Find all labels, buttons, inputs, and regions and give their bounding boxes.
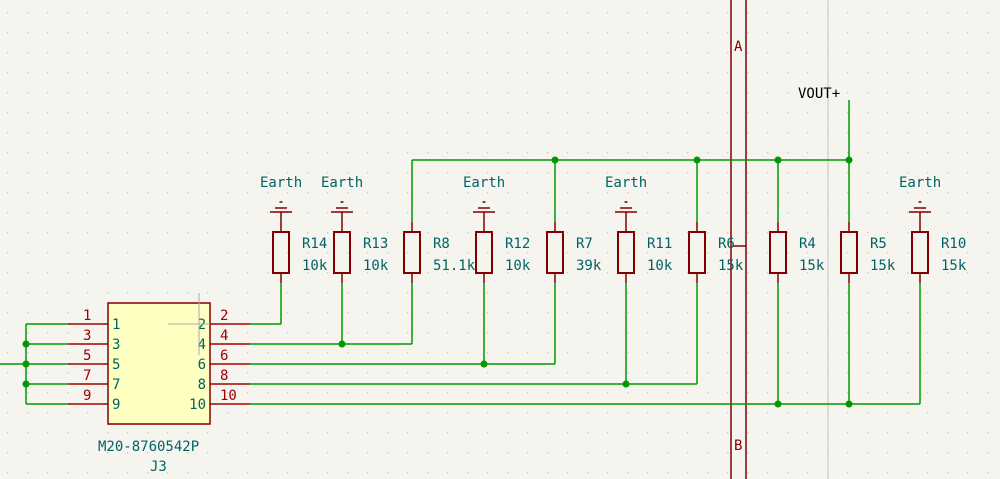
pin-name: 3: [112, 337, 120, 353]
pin-name: 6: [198, 357, 206, 373]
pin-name: 8: [198, 377, 206, 393]
resistor-body[interactable]: [911, 231, 929, 274]
junction-dot: [480, 360, 488, 368]
resistor-reference: R7: [576, 236, 593, 252]
earth-ground-icon[interactable]: Earth: [463, 175, 505, 222]
resistor-value: 39k: [576, 258, 602, 274]
wires: [0, 100, 921, 408]
border-label-top: A: [734, 39, 743, 55]
resistor-reference: R12: [505, 236, 530, 252]
pin-number: 10: [220, 388, 237, 404]
resistor-value: 10k: [505, 258, 531, 274]
resistor-reference: R4: [799, 236, 816, 252]
connector-reference: J3: [150, 459, 167, 475]
resistor-body[interactable]: [840, 231, 858, 274]
resistor-value: 10k: [363, 258, 389, 274]
resistor-reference: R8: [433, 236, 450, 252]
pin-name: 7: [112, 377, 120, 393]
net-label-vout[interactable]: VOUT+: [798, 86, 840, 102]
junction-dot: [338, 340, 346, 348]
pin-number: 9: [83, 388, 91, 404]
earth-ground-icon[interactable]: Earth: [899, 175, 941, 222]
pin-number: 7: [83, 368, 91, 384]
resistor-body[interactable]: [333, 231, 351, 274]
earth-ground-icon[interactable]: Earth: [321, 175, 363, 222]
resistor-value: 15k: [799, 258, 825, 274]
resistor-reference: R11: [647, 236, 672, 252]
resistor-body[interactable]: [475, 231, 493, 274]
junction-dot: [693, 156, 701, 164]
junction-dot: [22, 340, 30, 348]
resistor-value: 15k: [718, 258, 744, 274]
resistor-body[interactable]: [546, 231, 564, 274]
junction-dot: [845, 400, 853, 408]
earth-label: Earth: [463, 175, 505, 191]
resistor-body[interactable]: [688, 231, 706, 274]
connector-body[interactable]: [107, 302, 211, 425]
pin-number: 5: [83, 348, 91, 364]
pin-name: 2: [198, 317, 206, 333]
pin-name: 4: [198, 337, 206, 353]
resistor-r10[interactable]: R10 15k Earth: [899, 175, 967, 283]
earth-label: Earth: [605, 175, 647, 191]
resistor-body[interactable]: [403, 231, 421, 274]
resistor-r12[interactable]: R12 10k Earth: [463, 175, 531, 283]
pin-number: 4: [220, 328, 228, 344]
resistor-reference: R13: [363, 236, 388, 252]
connector-value: M20-8760542P: [98, 439, 199, 455]
pin-number: 6: [220, 348, 228, 364]
resistor-reference: R10: [941, 236, 966, 252]
resistor-value: 51.1k: [433, 258, 476, 274]
pin-number: 3: [83, 328, 91, 344]
junction-dot: [551, 156, 559, 164]
junction-dot: [845, 156, 853, 164]
pin-number: 8: [220, 368, 228, 384]
earth-ground-icon[interactable]: Earth: [260, 175, 302, 222]
resistor-r13[interactable]: R13 10k Earth: [321, 175, 389, 283]
resistor-r14[interactable]: R14 10k Earth: [260, 175, 328, 283]
junction-dot: [774, 156, 782, 164]
earth-label: Earth: [260, 175, 302, 191]
pin-name: 5: [112, 357, 120, 373]
earth-label: Earth: [321, 175, 363, 191]
resistor-body[interactable]: [617, 231, 635, 274]
pin-name: 1: [112, 317, 120, 333]
resistor-body[interactable]: [272, 231, 290, 274]
pin-name: 10: [189, 397, 206, 413]
resistor-value: 15k: [941, 258, 967, 274]
resistor-reference: R14: [302, 236, 327, 252]
resistor-r8[interactable]: R8 51.1k: [403, 222, 476, 283]
resistor-r11[interactable]: R11 10k Earth: [605, 175, 673, 283]
resistor-value: 10k: [647, 258, 673, 274]
earth-ground-icon[interactable]: Earth: [605, 175, 647, 222]
pin-name: 9: [112, 397, 120, 413]
resistor-value: 15k: [870, 258, 896, 274]
junction-dot: [22, 380, 30, 388]
junction-dot: [774, 400, 782, 408]
resistor-reference: R5: [870, 236, 887, 252]
earth-label: Earth: [899, 175, 941, 191]
border-label-bottom: B: [734, 438, 742, 454]
resistor-reference: R6: [718, 236, 735, 252]
pin-number: 1: [83, 308, 91, 324]
resistor-body[interactable]: [769, 231, 787, 274]
pin-number: 2: [220, 308, 228, 324]
junction-dot: [622, 380, 630, 388]
junction-dot: [22, 360, 30, 368]
resistor-value: 10k: [302, 258, 328, 274]
